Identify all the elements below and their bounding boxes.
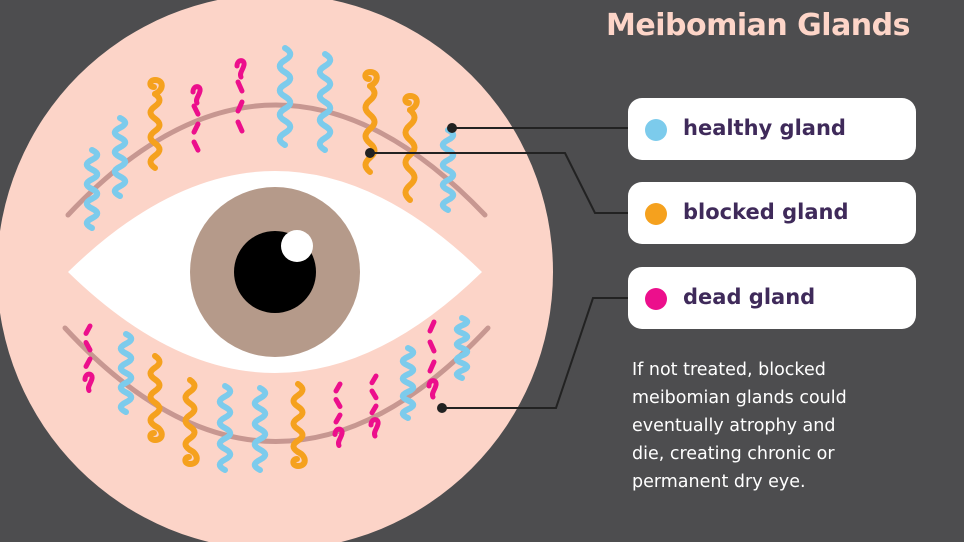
dead-gland-fragment [372, 391, 376, 398]
note-line: permanent dry eye. [632, 468, 922, 496]
blocked-gland [294, 384, 303, 452]
dead-gland-fragment [372, 406, 376, 413]
dead-gland-fragment [86, 359, 90, 366]
legend-blocked: blocked gland [628, 182, 916, 244]
healthy-gland-icon [645, 119, 667, 141]
dead-gland-fragment [86, 343, 90, 350]
note-line: meibomian glands could [632, 384, 922, 412]
connector-dot-healthy [447, 123, 457, 133]
note-line: die, creating chronic or [632, 440, 922, 468]
dead-gland-fragment [336, 384, 340, 391]
legend-dead: dead gland [628, 267, 916, 329]
dead-gland-fragment [86, 326, 90, 333]
blocked-gland [186, 380, 195, 450]
page-title: Meibomian Glands [606, 6, 964, 46]
dead-gland-fragment [336, 415, 340, 422]
legend-label-healthy: healthy gland [683, 113, 846, 143]
connector-dot-blocked [365, 148, 375, 158]
dead-gland-fragment [336, 400, 340, 407]
dead-gland-fragment [372, 376, 376, 383]
dead-gland-icon [645, 288, 667, 310]
note-line: eventually atrophy and [632, 412, 922, 440]
connector-dot-dead [437, 403, 447, 413]
legend-label-dead: dead gland [683, 282, 815, 312]
legend-healthy: healthy gland [628, 98, 916, 160]
blocked-gland [151, 356, 160, 426]
healthy-gland [457, 318, 468, 378]
info-note: If not treated, blocked meibomian glands… [632, 356, 922, 496]
legend-label-blocked: blocked gland [683, 197, 848, 227]
blocked-gland-icon [645, 203, 667, 225]
note-line: If not treated, blocked [632, 356, 922, 384]
eye-highlight [281, 230, 313, 262]
blocked-gland [151, 94, 160, 168]
